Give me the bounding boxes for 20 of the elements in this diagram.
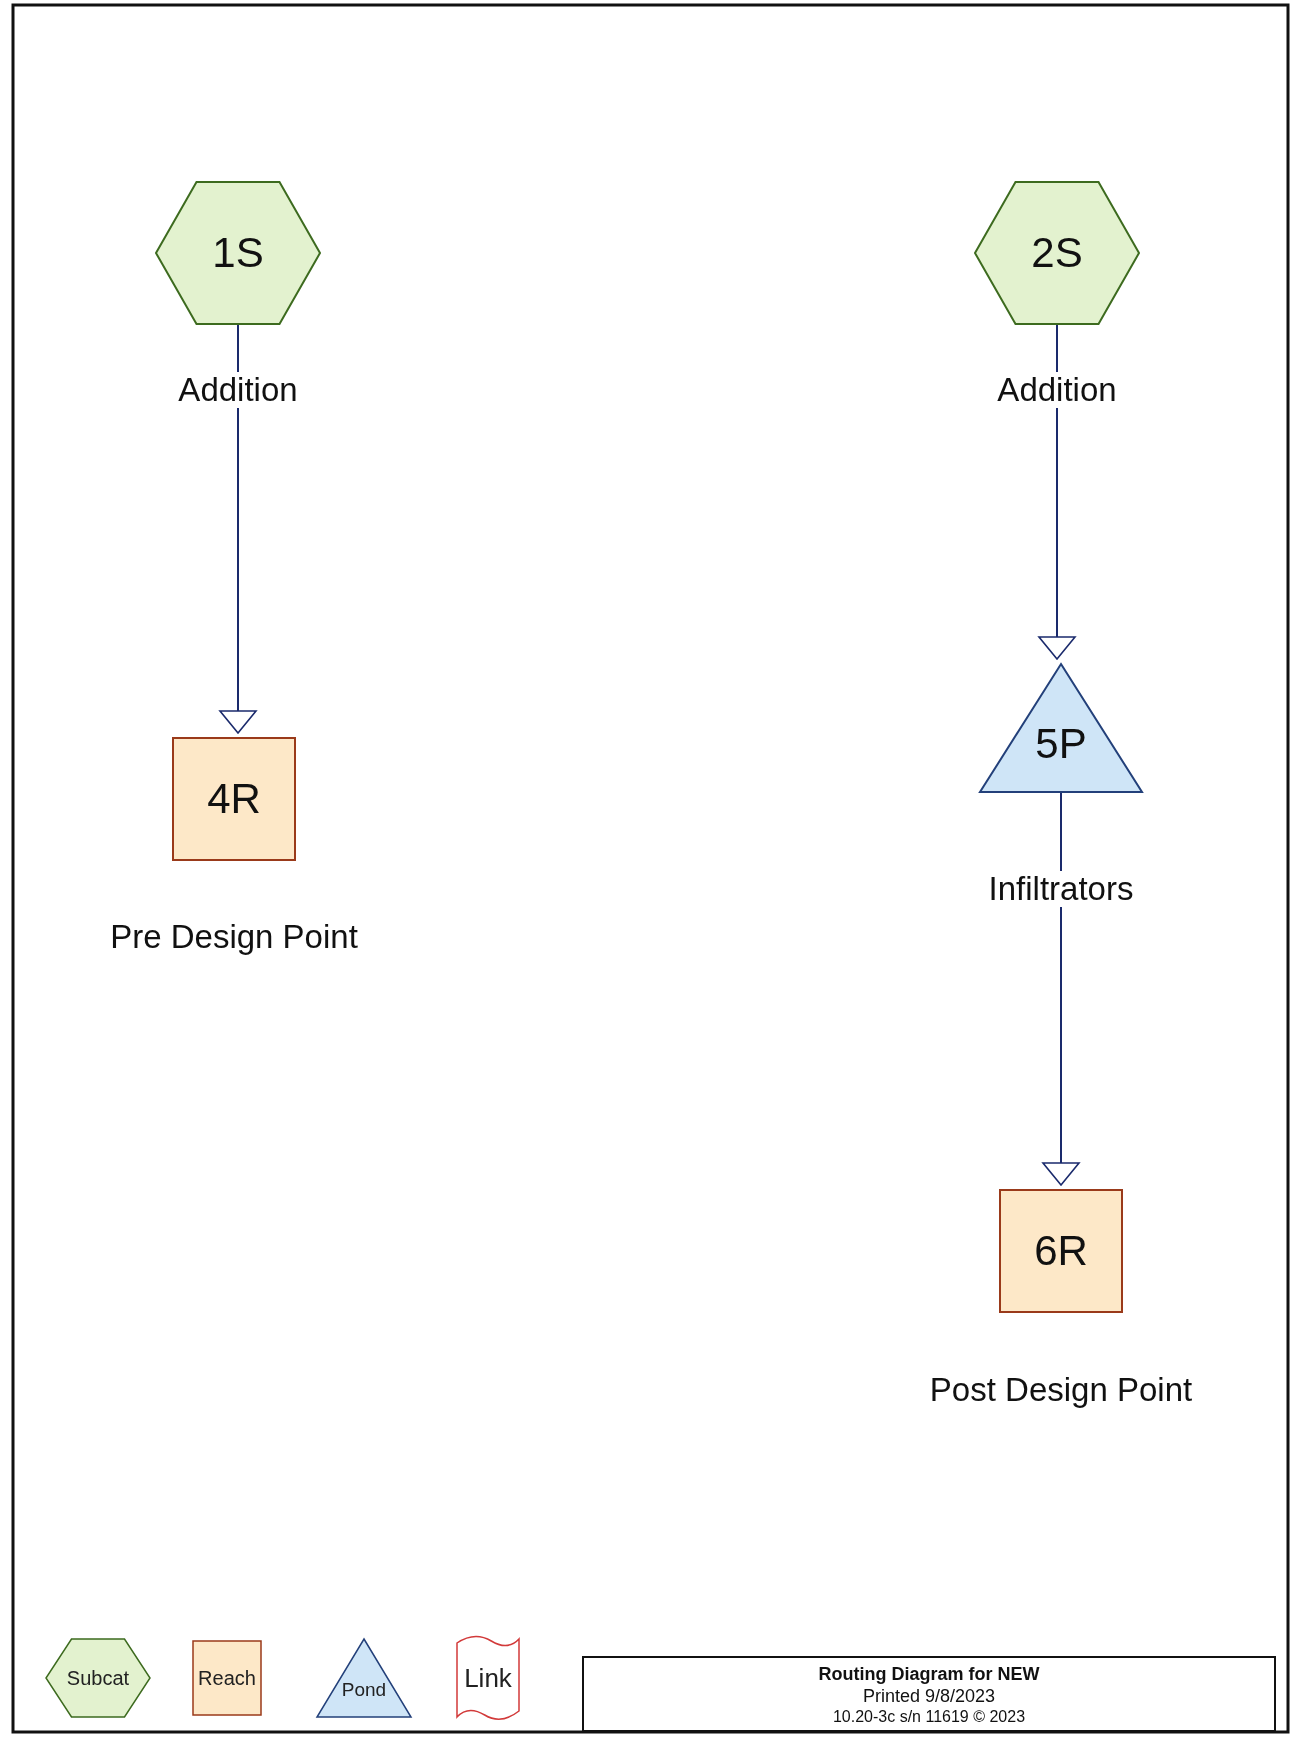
diagram-title: Routing Diagram for NEW xyxy=(818,1664,1040,1685)
flow-arrow xyxy=(219,324,257,734)
title-block-text: 10.20-3c s/n 11619 © 2023 xyxy=(832,1708,1026,1726)
flow-arrow xyxy=(1038,324,1076,660)
title-block-text: Printed 9/8/2023 xyxy=(862,1686,996,1707)
reach-square xyxy=(999,1189,1123,1313)
legend-label: Reach xyxy=(198,1666,256,1690)
legend-label: Link xyxy=(464,1662,512,1694)
flow-arrow xyxy=(1042,792,1080,1186)
node-id-label: 2S xyxy=(1031,229,1083,277)
node-id-label: 5P xyxy=(1035,719,1087,768)
node-id-label: 1S xyxy=(212,229,264,277)
node-id-label: 4R xyxy=(207,775,261,823)
pond-triangle xyxy=(979,663,1143,793)
reach-square xyxy=(172,737,296,861)
legend-label: Pond xyxy=(341,1679,387,1701)
subcatchment-hexagon xyxy=(155,181,321,325)
node-id-label: 6R xyxy=(1034,1227,1088,1275)
subcatchment-hexagon xyxy=(974,181,1140,325)
legend-label: Subcat xyxy=(66,1666,130,1690)
